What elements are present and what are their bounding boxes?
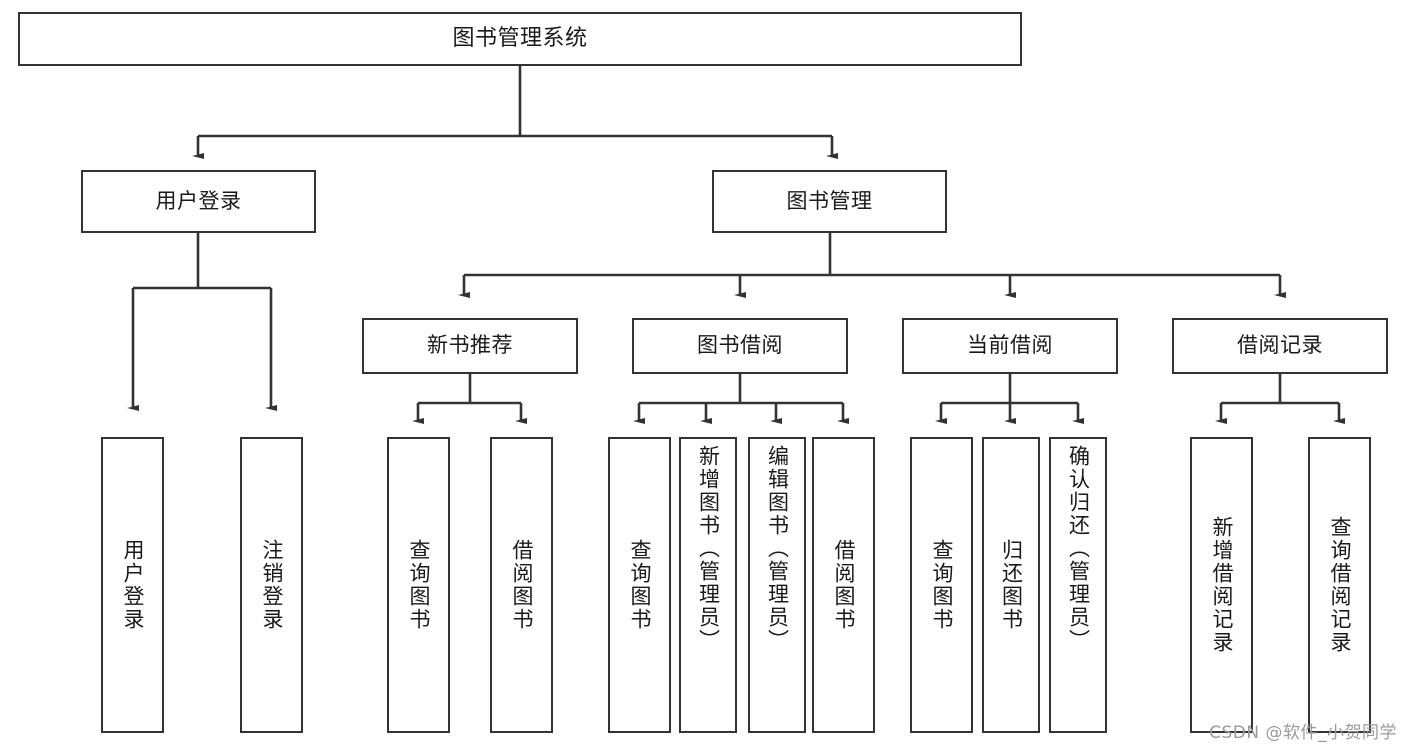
node-root-book-management-system[interactable]: 图书管理系统 <box>18 12 1022 66</box>
node-leaf-add-borrow-record[interactable]: 新增借阅记录 <box>1190 437 1253 733</box>
node-leaf-edit-book[interactable]: 编辑图书（管理员） <box>748 437 806 733</box>
node-label: 借阅图书 <box>832 539 856 631</box>
node-label: 图书借阅 <box>697 333 783 358</box>
node-label: 用户登录 <box>121 539 145 631</box>
node-current-borrow[interactable]: 当前借阅 <box>902 318 1118 374</box>
node-leaf-user-login[interactable]: 用户登录 <box>101 437 164 733</box>
node-label: 用户登录 <box>155 188 242 213</box>
node-label: 借阅记录 <box>1237 333 1323 358</box>
node-label: 新增图书（管理员） <box>696 445 721 652</box>
node-leaf-query-book-borrow[interactable]: 查询图书 <box>608 437 671 733</box>
node-leaf-add-book[interactable]: 新增图书（管理员） <box>679 437 737 733</box>
node-label: 查询图书 <box>930 539 954 631</box>
node-leaf-query-book-recommend[interactable]: 查询图书 <box>387 437 450 733</box>
node-label: 借阅图书 <box>510 539 534 631</box>
node-leaf-borrow-book[interactable]: 借阅图书 <box>812 437 875 733</box>
node-leaf-logout[interactable]: 注销登录 <box>240 437 303 733</box>
node-label: 新增借阅记录 <box>1210 516 1234 654</box>
node-new-book-recommend[interactable]: 新书推荐 <box>362 318 578 374</box>
node-book-borrow[interactable]: 图书借阅 <box>632 318 848 374</box>
node-leaf-return-book[interactable]: 归还图书 <box>982 437 1040 733</box>
node-leaf-query-book-current[interactable]: 查询图书 <box>910 437 973 733</box>
node-label: 当前借阅 <box>967 333 1053 358</box>
node-leaf-query-borrow-record[interactable]: 查询借阅记录 <box>1308 437 1371 733</box>
node-label: 查询图书 <box>628 539 652 631</box>
node-book-management[interactable]: 图书管理 <box>712 170 947 233</box>
node-label: 注销登录 <box>260 539 284 631</box>
node-label: 归还图书 <box>999 539 1024 631</box>
node-label: 新书推荐 <box>427 333 513 358</box>
csdn-watermark: CSDN @软件_小贺同学 <box>1209 723 1397 743</box>
node-label: 查询借阅记录 <box>1328 516 1352 654</box>
node-label: 图书管理系统 <box>452 25 588 51</box>
node-label: 确认归还（管理员） <box>1066 445 1091 652</box>
node-user-login[interactable]: 用户登录 <box>81 170 316 233</box>
node-leaf-confirm-return[interactable]: 确认归还（管理员） <box>1049 437 1107 733</box>
node-label: 图书管理 <box>786 188 873 213</box>
node-label: 查询图书 <box>407 539 431 631</box>
node-borrow-record[interactable]: 借阅记录 <box>1172 318 1388 374</box>
node-leaf-borrow-book-recommend[interactable]: 借阅图书 <box>490 437 553 733</box>
node-label: 编辑图书（管理员） <box>765 445 790 652</box>
